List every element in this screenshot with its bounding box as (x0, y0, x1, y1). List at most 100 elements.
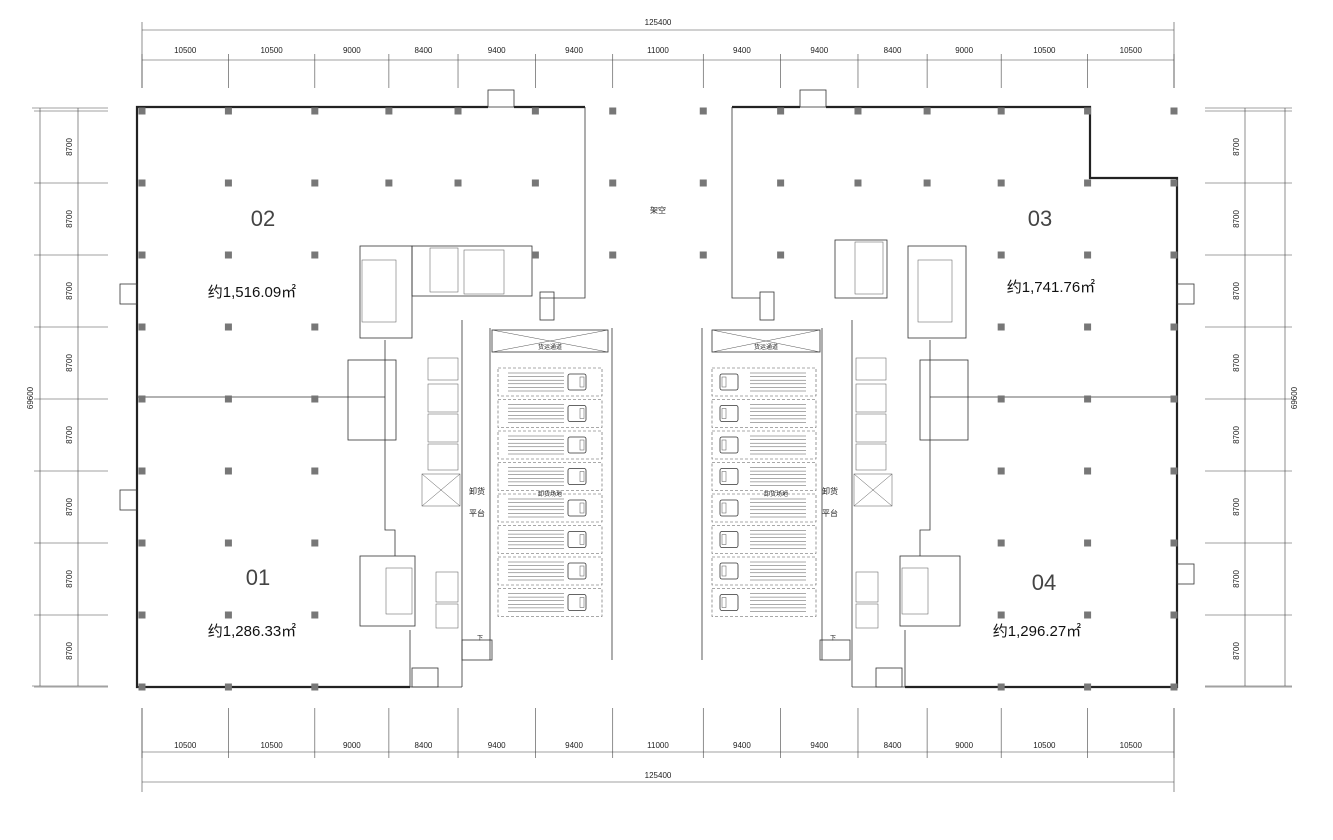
unit-04-area: 约1,296.27㎡ (993, 623, 1081, 640)
top-dim-2: 9000 (343, 46, 361, 55)
loading-platform-right-2: 平台 (822, 508, 838, 518)
column (224, 683, 232, 691)
column (699, 107, 707, 115)
loading-bay (711, 588, 817, 617)
loading-bay (711, 556, 817, 586)
left-dim-1: 8700 (65, 210, 74, 228)
column (1084, 611, 1092, 619)
top-dim-7: 9400 (733, 46, 751, 55)
top-dim-3: 8400 (415, 46, 433, 55)
column (609, 251, 617, 259)
unit-03-number: 03 (1028, 206, 1052, 231)
column (138, 611, 146, 619)
loading-bay (497, 556, 603, 586)
column (777, 251, 785, 259)
truck-icon (567, 562, 587, 580)
unit-03-area: 约1,741.76㎡ (1007, 279, 1095, 296)
truck-icon (719, 373, 739, 391)
column (997, 683, 1005, 691)
right-dim-0: 8700 (1232, 138, 1241, 156)
top-dim-10: 9000 (955, 46, 973, 55)
top-dim-5: 9400 (565, 46, 583, 55)
column (311, 683, 319, 691)
unit-01-number: 01 (246, 565, 270, 590)
truck-icon (719, 436, 739, 454)
column (1170, 683, 1178, 691)
truck-lane-right-label: 货运通道 (754, 343, 778, 351)
truck-icon (719, 405, 739, 422)
column (1084, 107, 1092, 115)
loading-platform-left-2: 平台 (469, 508, 485, 518)
column (311, 323, 319, 331)
column (923, 179, 931, 187)
truck-icon (567, 499, 587, 517)
bottom-dim-4: 9400 (488, 741, 506, 750)
column (311, 107, 319, 115)
column (997, 323, 1005, 331)
column (777, 107, 785, 115)
column (1084, 323, 1092, 331)
column (1170, 611, 1178, 619)
column (1170, 323, 1178, 331)
loading-bay (711, 367, 817, 397)
column (311, 179, 319, 187)
column (1170, 467, 1178, 475)
column (699, 251, 707, 259)
truck-lane-left-label: 货运通道 (538, 343, 562, 351)
top-dim-4: 9400 (488, 46, 506, 55)
loading-platform-left-1: 卸货 (469, 486, 485, 496)
column (1170, 395, 1178, 403)
right-dim-4: 8700 (1232, 426, 1241, 444)
column (997, 251, 1005, 259)
column (1084, 179, 1092, 187)
column (531, 251, 539, 259)
bottom-dim-5: 9400 (565, 741, 583, 750)
loading-bay (711, 493, 817, 523)
truck-icon (719, 594, 739, 611)
loading-area-right-label: 卸货场地 (764, 490, 788, 498)
column (224, 179, 232, 187)
loading-bay (497, 462, 603, 491)
column (1170, 179, 1178, 187)
truck-icon (567, 405, 587, 422)
top-dim-12: 10500 (1120, 46, 1143, 55)
bottom-dim-8: 9400 (810, 741, 828, 750)
column (1170, 251, 1178, 259)
truck-icon (567, 594, 587, 611)
bottom-dim-12: 10500 (1120, 741, 1143, 750)
truck-icon (719, 531, 739, 548)
column (1084, 467, 1092, 475)
center-void-label: 架空 (650, 205, 666, 215)
column (311, 611, 319, 619)
bottom-dim-1: 10500 (260, 741, 283, 750)
structural-columns (138, 107, 1178, 691)
truck-icon (567, 531, 587, 548)
column (699, 179, 707, 187)
column (609, 107, 617, 115)
left-dim-2: 8700 (65, 282, 74, 300)
bottom-dim-2: 9000 (343, 741, 361, 750)
bottom-dim-9: 8400 (884, 741, 902, 750)
column (138, 395, 146, 403)
left-dim-0: 8700 (65, 138, 74, 156)
total-height-left: 69600 (26, 386, 35, 409)
loading-bay (497, 588, 603, 617)
left-dim-6: 8700 (65, 570, 74, 588)
right-dim-3: 8700 (1232, 354, 1241, 372)
column (224, 251, 232, 259)
column (854, 179, 862, 187)
total-height-right: 69600 (1290, 386, 1299, 409)
top-dim-1: 10500 (260, 46, 283, 55)
column (1170, 107, 1178, 115)
column (1084, 251, 1092, 259)
column (224, 539, 232, 547)
column (777, 179, 785, 187)
loading-bay (497, 399, 603, 428)
column (311, 251, 319, 259)
column (997, 395, 1005, 403)
column (385, 179, 393, 187)
loading-platform-right-1: 卸货 (822, 486, 838, 496)
